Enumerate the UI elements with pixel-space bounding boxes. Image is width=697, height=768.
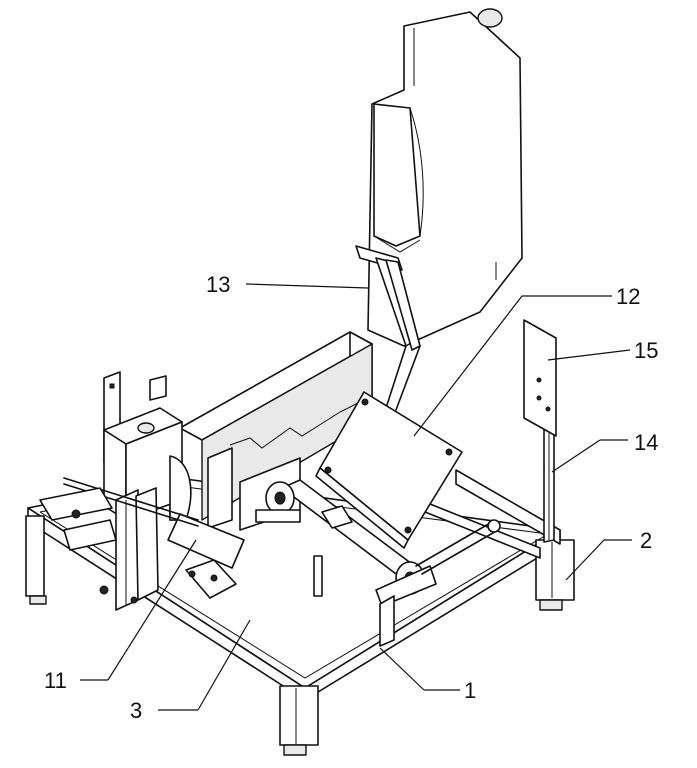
leader-14b <box>551 439 601 473</box>
leader-15 <box>547 349 631 361</box>
leader-lines <box>80 283 632 711</box>
label-2: 2 <box>640 528 652 553</box>
label-1: 1 <box>464 678 476 703</box>
hinged-lid <box>355 8 523 411</box>
leader-2b <box>565 539 605 581</box>
drive-shaft <box>255 479 501 647</box>
label-3: 3 <box>130 698 142 723</box>
label-11: 11 <box>44 668 67 693</box>
leader-1b <box>379 647 425 691</box>
tilt-platform <box>315 391 463 549</box>
front-leg <box>279 685 319 746</box>
label-14: 14 <box>634 430 658 455</box>
leader-13 <box>245 283 369 289</box>
leader-11b <box>107 539 197 681</box>
label-15: 15 <box>634 338 658 363</box>
clamp-mechanism <box>39 371 245 611</box>
leader-12b <box>413 295 523 437</box>
label-12: 12 <box>616 284 640 309</box>
part-labels: 13 12 15 14 2 1 3 11 <box>44 272 658 723</box>
label-13: 13 <box>206 272 230 297</box>
left-leg <box>25 515 45 597</box>
right-leg <box>535 539 575 601</box>
leader-3b <box>197 619 251 711</box>
